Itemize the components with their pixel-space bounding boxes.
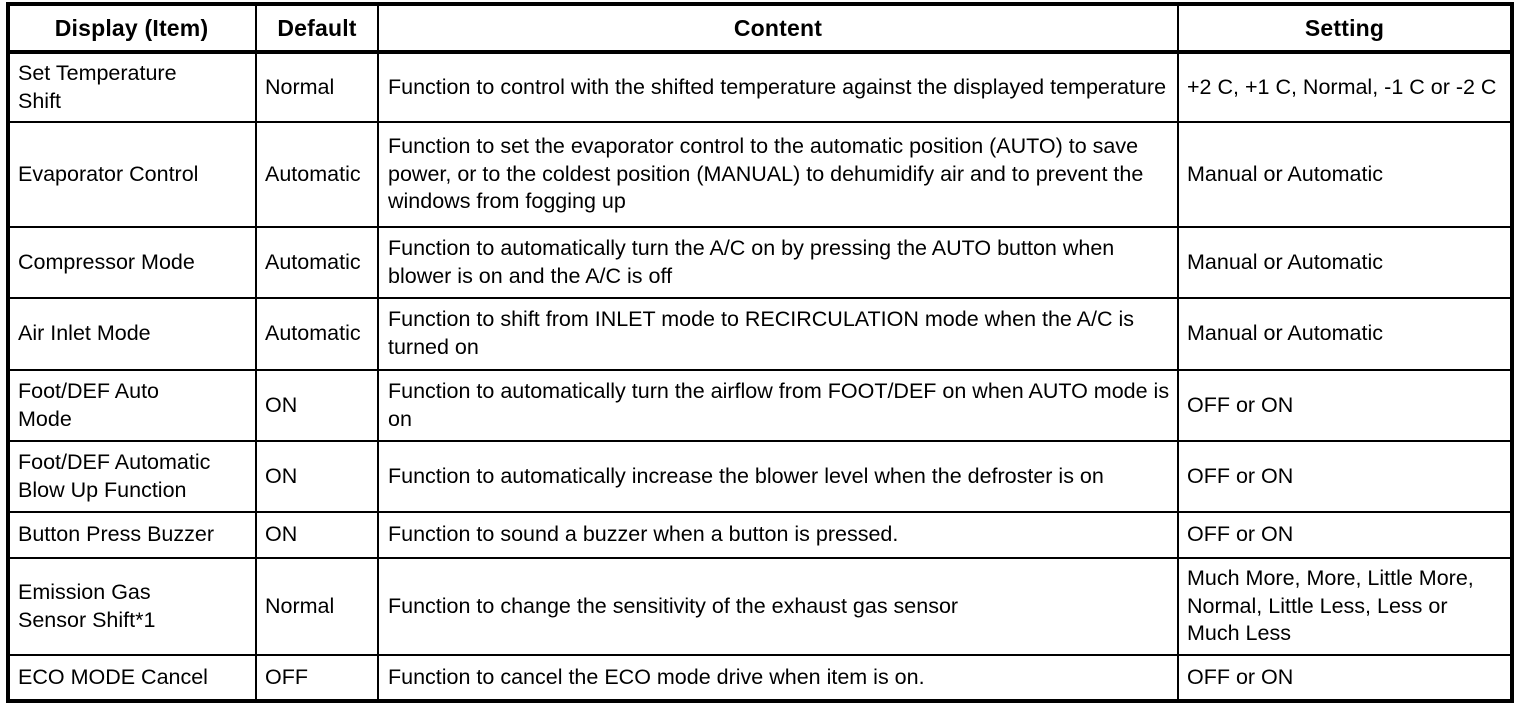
cell-setting: OFF or ON (1177, 511, 1513, 559)
cell-setting-text: OFF or ON (1187, 392, 1294, 417)
table-row: Evaporator Control Automatic Function to… (7, 121, 1513, 228)
cell-content-text: Function to sound a buzzer when a button… (388, 522, 899, 547)
cell-default: Normal (255, 51, 379, 123)
cell-setting: OFF or ON (1177, 369, 1513, 442)
table-row: Button Press Buzzer ON Function to sound… (7, 511, 1513, 559)
cell-item-text: Evaporator Control (18, 161, 199, 186)
cell-content: Function to control with the shifted tem… (377, 51, 1179, 123)
cell-default: OFF (255, 654, 379, 702)
cell-default: Automatic (255, 226, 379, 299)
cell-item-text: Air Inlet Mode (18, 321, 151, 346)
cell-item-text: Foot/DEF Auto Mode (18, 378, 160, 431)
cell-setting-text: OFF or ON (1187, 463, 1294, 488)
cell-default-text: Automatic (265, 249, 361, 274)
cell-setting-text: +2 C, +1 C, Normal, -1 C or -2 C (1187, 74, 1497, 99)
cell-setting-text: Manual or Automatic (1187, 249, 1383, 274)
cell-setting-text: Manual or Automatic (1187, 321, 1383, 346)
column-header-default: Default (255, 3, 379, 54)
cell-content-text: Function to cancel the ECO mode drive wh… (388, 664, 925, 689)
cell-setting-text: OFF or ON (1187, 522, 1294, 547)
cell-default: Automatic (255, 297, 379, 371)
cell-content-text: Function to set the evaporator control t… (388, 133, 1144, 214)
cell-default-text: Normal (265, 74, 335, 99)
cell-default-text: ON (265, 392, 298, 417)
cell-item: ECO MODE Cancel (7, 654, 257, 702)
column-header-setting: Setting (1177, 3, 1513, 54)
cell-content-text: Function to change the sensitivity of th… (388, 593, 959, 618)
display-item-settings-table: Display (Item) Default Content Setting S… (6, 2, 1514, 703)
cell-content: Function to change the sensitivity of th… (377, 557, 1179, 656)
column-header-item: Display (Item) (7, 3, 257, 54)
cell-item-text: Foot/DEF Automatic Blow Up Function (18, 449, 211, 502)
cell-item-text: Button Press Buzzer (18, 522, 214, 547)
cell-setting: Manual or Automatic (1177, 121, 1513, 228)
table-row: Compressor Mode Automatic Function to au… (7, 226, 1513, 299)
cell-content-text: Function to shift from INLET mode to REC… (388, 307, 1135, 359)
cell-default-text: Automatic (265, 161, 361, 186)
table-row: Foot/DEF Automatic Blow Up Function ON F… (7, 440, 1513, 513)
cell-content-text: Function to automatically turn the airfl… (388, 378, 1170, 431)
cell-setting: OFF or ON (1177, 440, 1513, 513)
cell-setting: OFF or ON (1177, 654, 1513, 702)
cell-item: Compressor Mode (7, 226, 257, 299)
cell-content: Function to automatically turn the A/C o… (377, 226, 1179, 299)
cell-default-text: Automatic (265, 321, 361, 346)
cell-content-text: Function to automatically turn the A/C o… (388, 235, 1115, 288)
cell-default-text: ON (265, 522, 298, 547)
cell-content-text: Function to automatically increase the b… (388, 463, 1104, 488)
cell-default-text: Normal (265, 593, 335, 618)
cell-setting-text: OFF or ON (1187, 664, 1294, 689)
table-row: Air Inlet Mode Automatic Function to shi… (7, 297, 1513, 371)
cell-setting: Much More, More, Little More, Normal, Li… (1177, 557, 1513, 656)
cell-default: Automatic (255, 121, 379, 228)
table-row: Set Temperature Shift Normal Function to… (7, 51, 1513, 123)
column-header-content: Content (377, 3, 1179, 54)
cell-default: ON (255, 369, 379, 442)
cell-item: Foot/DEF Automatic Blow Up Function (7, 440, 257, 513)
cell-setting: Manual or Automatic (1177, 226, 1513, 299)
cell-content: Function to cancel the ECO mode drive wh… (377, 654, 1179, 702)
cell-item: Emission Gas Sensor Shift*1 (7, 557, 257, 656)
cell-setting-text: Manual or Automatic (1187, 161, 1383, 186)
cell-item: Air Inlet Mode (7, 297, 257, 371)
cell-content: Function to sound a buzzer when a button… (377, 511, 1179, 559)
cell-setting: +2 C, +1 C, Normal, -1 C or -2 C (1177, 51, 1513, 123)
cell-item: Foot/DEF Auto Mode (7, 369, 257, 442)
cell-setting: Manual or Automatic (1177, 297, 1513, 371)
cell-content-text: Function to control with the shifted tem… (388, 74, 1167, 99)
cell-item-text: ECO MODE Cancel (18, 664, 208, 689)
table-header-row: Display (Item) Default Content Setting (7, 3, 1513, 54)
cell-default: Normal (255, 557, 379, 656)
cell-item-text: Set Temperature Shift (18, 60, 177, 113)
cell-default: ON (255, 511, 379, 559)
cell-item: Button Press Buzzer (7, 511, 257, 559)
cell-default-text: OFF (265, 664, 308, 689)
cell-default-text: ON (265, 463, 298, 488)
cell-default: ON (255, 440, 379, 513)
cell-content: Function to set the evaporator control t… (377, 121, 1179, 228)
cell-content: Function to shift from INLET mode to REC… (377, 297, 1179, 371)
cell-item-text: Emission Gas Sensor Shift*1 (18, 579, 156, 632)
table-row: ECO MODE Cancel OFF Function to cancel t… (7, 654, 1513, 702)
table-row: Emission Gas Sensor Shift*1 Normal Funct… (7, 557, 1513, 656)
cell-item: Evaporator Control (7, 121, 257, 228)
cell-item: Set Temperature Shift (7, 51, 257, 123)
cell-content: Function to automatically increase the b… (377, 440, 1179, 513)
cell-setting-text: Much More, More, Little More, Normal, Li… (1187, 565, 1474, 646)
cell-item-text: Compressor Mode (18, 249, 195, 274)
cell-content: Function to automatically turn the airfl… (377, 369, 1179, 442)
table-row: Foot/DEF Auto Mode ON Function to automa… (7, 369, 1513, 442)
